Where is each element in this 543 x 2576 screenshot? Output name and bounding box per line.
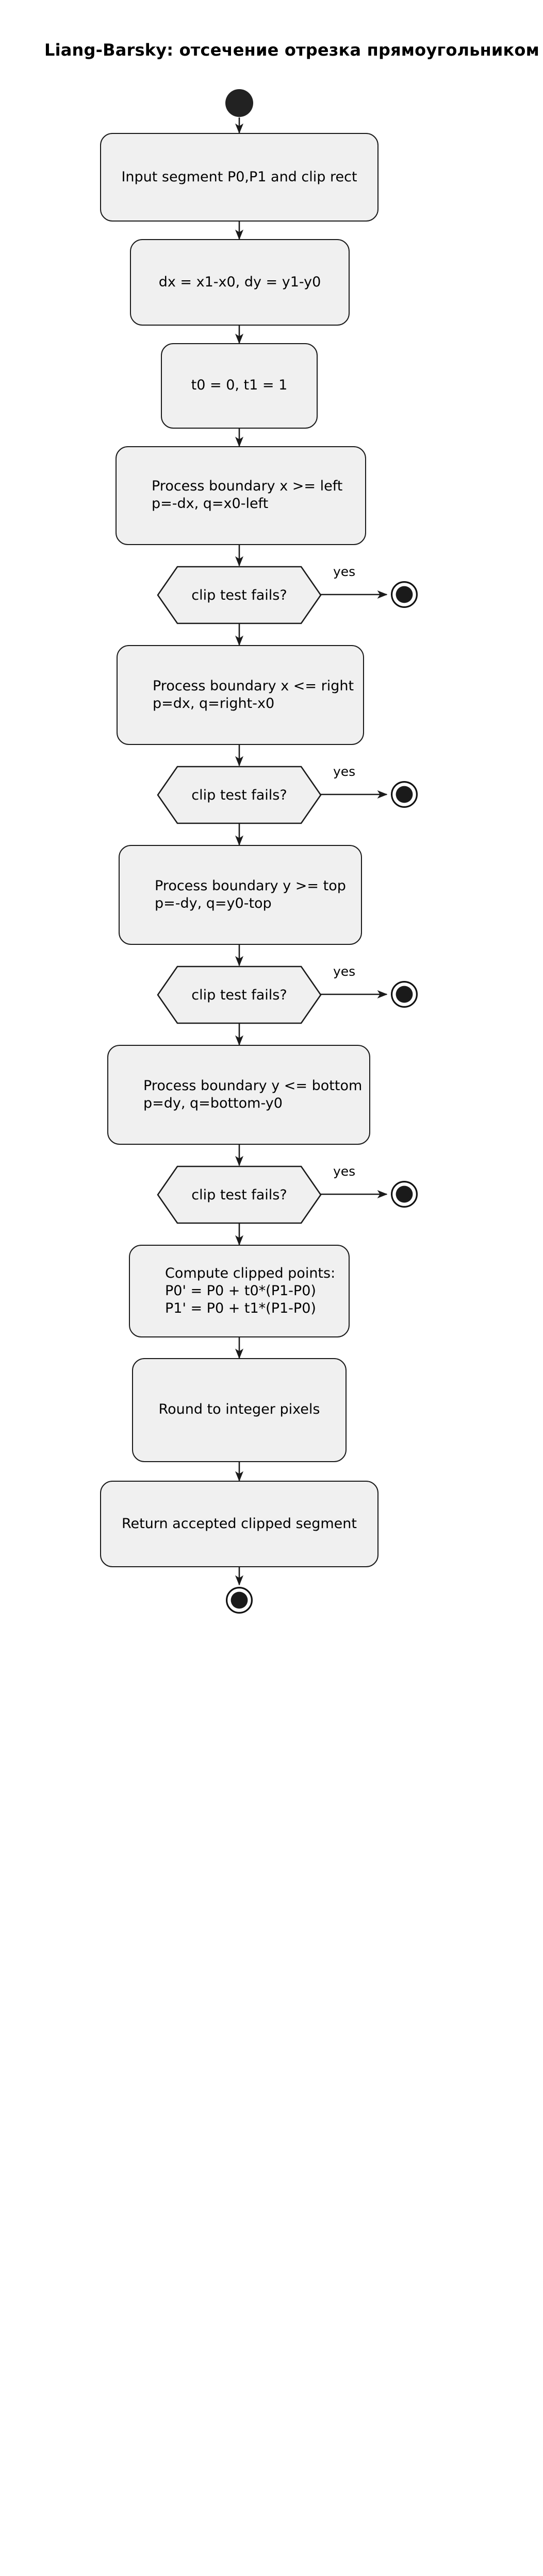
decision-node-clip-test-3[interactable]: clip test fails? (157, 965, 322, 1024)
activity-node-compute-clipped-points[interactable]: Compute clipped points: P0' = P0 + t0*(P… (129, 1245, 350, 1337)
activity-node-label: Return accepted clipped segment (122, 1515, 357, 1532)
decision-node-label: clip test fails? (191, 787, 287, 803)
activity-node-label: Process boundary y >= top p=-dy, q=y0-to… (155, 877, 346, 911)
start-circle-icon (225, 89, 253, 117)
hexagon-shape (157, 965, 322, 1024)
activity-node-label: Process boundary y <= bottom p=dy, q=bot… (143, 1077, 363, 1111)
activity-node-boundary-bottom[interactable]: Process boundary y <= bottom p=dy, q=bot… (107, 1045, 370, 1145)
hexagon-shape (157, 1165, 322, 1224)
activity-node-boundary-top[interactable]: Process boundary y >= top p=-dy, q=y0-to… (119, 845, 362, 945)
activity-node-label: Process boundary x <= right p=dx, q=righ… (153, 677, 354, 711)
branch-label-yes-2: yes (333, 764, 356, 779)
final-node-icon-2 (391, 781, 418, 808)
hexagon-shape (157, 766, 322, 824)
final-node-icon-4 (391, 1181, 418, 1208)
activity-node-deltas[interactable]: dx = x1-x0, dy = y1-y0 (130, 239, 350, 326)
activity-node-boundary-left[interactable]: Process boundary x >= left p=-dx, q=x0-l… (116, 446, 366, 545)
branch-label-yes-1: yes (333, 564, 356, 579)
decision-node-clip-test-1[interactable]: clip test fails? (157, 566, 322, 624)
hexagon-shape (157, 566, 322, 624)
activity-node-label: dx = x1-x0, dy = y1-y0 (158, 274, 321, 290)
activity-node-return-segment[interactable]: Return accepted clipped segment (100, 1481, 379, 1567)
final-node-icon-end (226, 1587, 253, 1614)
activity-node-init-t[interactable]: t0 = 0, t1 = 1 (161, 343, 318, 429)
activity-node-boundary-right[interactable]: Process boundary x <= right p=dx, q=righ… (117, 645, 364, 745)
decision-node-label: clip test fails? (191, 987, 287, 1003)
activity-node-input-segment[interactable]: Input segment P0,P1 and clip rect (100, 133, 379, 222)
final-node-icon-3 (391, 981, 418, 1008)
branch-label-yes-3: yes (333, 963, 356, 979)
activity-node-round-pixels[interactable]: Round to integer pixels (132, 1358, 347, 1462)
page-title: Liang-Barsky: отсечение отрезка прямоуго… (44, 40, 539, 60)
activity-node-label: Compute clipped points: P0' = P0 + t0*(P… (165, 1265, 336, 1316)
activity-node-label: Process boundary x >= left p=-dx, q=x0-l… (152, 478, 343, 512)
activity-node-label: t0 = 0, t1 = 1 (191, 377, 288, 394)
decision-node-clip-test-2[interactable]: clip test fails? (157, 766, 322, 824)
decision-node-label: clip test fails? (191, 587, 287, 603)
flowchart-canvas: Liang-Barsky: отсечение отрезка прямоуго… (44, 40, 539, 1614)
activity-node-label: Round to integer pixels (158, 1401, 320, 1418)
activity-node-label: Input segment P0,P1 and clip rect (121, 168, 357, 185)
branch-label-yes-4: yes (333, 1163, 356, 1179)
decision-node-clip-test-4[interactable]: clip test fails? (157, 1165, 322, 1224)
final-node-icon-1 (391, 581, 418, 608)
decision-node-label: clip test fails? (191, 1187, 287, 1203)
